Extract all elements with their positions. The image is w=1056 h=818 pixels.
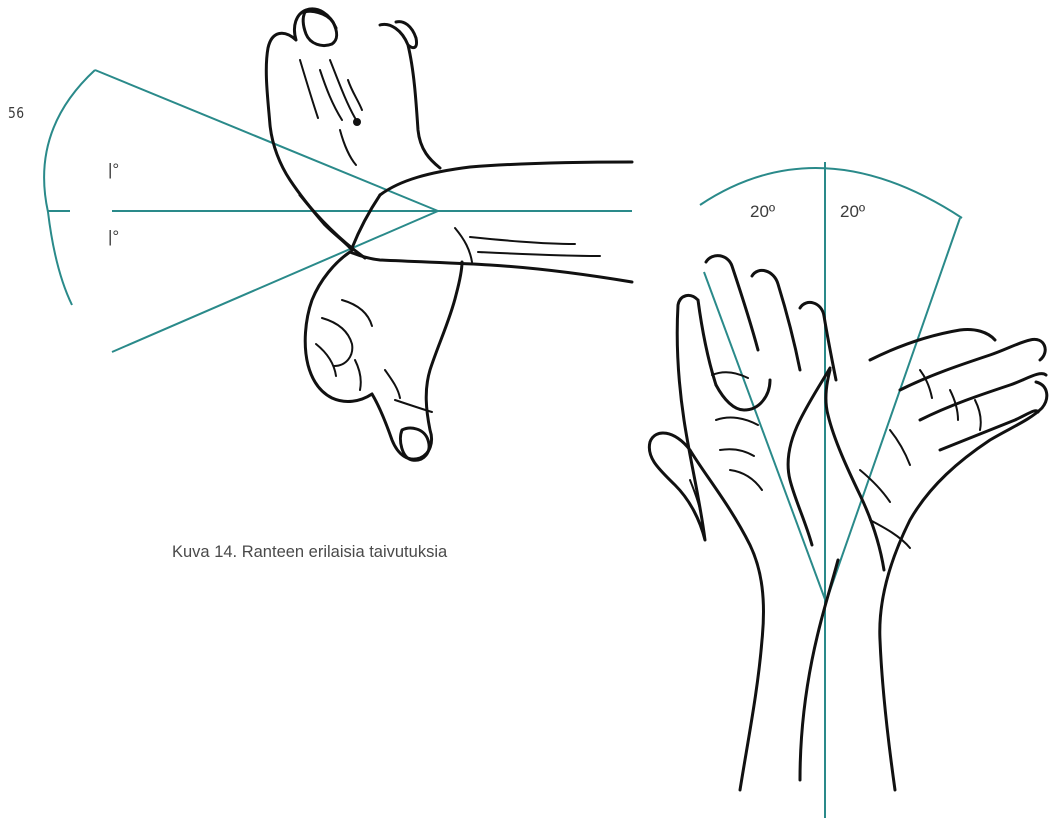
extended-hand-thumb <box>303 11 336 45</box>
right-deviated-hand-thumb <box>826 370 884 570</box>
wrist-flexion-diagram <box>44 9 632 460</box>
flexed-hand-outline <box>305 252 462 459</box>
left-deviated-hand-creases <box>690 372 762 510</box>
flexion-lower-angle-label: |° <box>108 227 119 247</box>
flexion-upper-angle-label: |° <box>108 160 119 180</box>
flexed-hand-thumb <box>400 428 429 460</box>
wrist-crossing-curve <box>300 195 380 258</box>
left-deviated-hand-outline <box>649 295 763 790</box>
flexion-lower-limit-line <box>112 211 438 352</box>
extended-hand-knuckle-mark <box>353 118 361 126</box>
extended-hand-outline <box>266 9 440 250</box>
deviation-range-arc <box>700 168 962 218</box>
extended-hand-finger-folds <box>300 60 362 165</box>
forearm-outline-top <box>380 162 632 195</box>
right-deviated-hand-fingers <box>870 329 1046 450</box>
flexion-range-arc <box>44 70 95 305</box>
forearm-tendon-lines <box>455 228 600 262</box>
figure-caption: Kuva 14. Ranteen erilaisia taivutuksia <box>172 543 447 562</box>
page-number: 56 <box>8 104 24 122</box>
deviation-right-angle-label: 20º <box>840 202 865 222</box>
wrist-deviation-diagram <box>649 162 1046 818</box>
deviation-left-angle-label: 20º <box>750 202 775 222</box>
deviation-left-limit-line <box>704 272 826 602</box>
